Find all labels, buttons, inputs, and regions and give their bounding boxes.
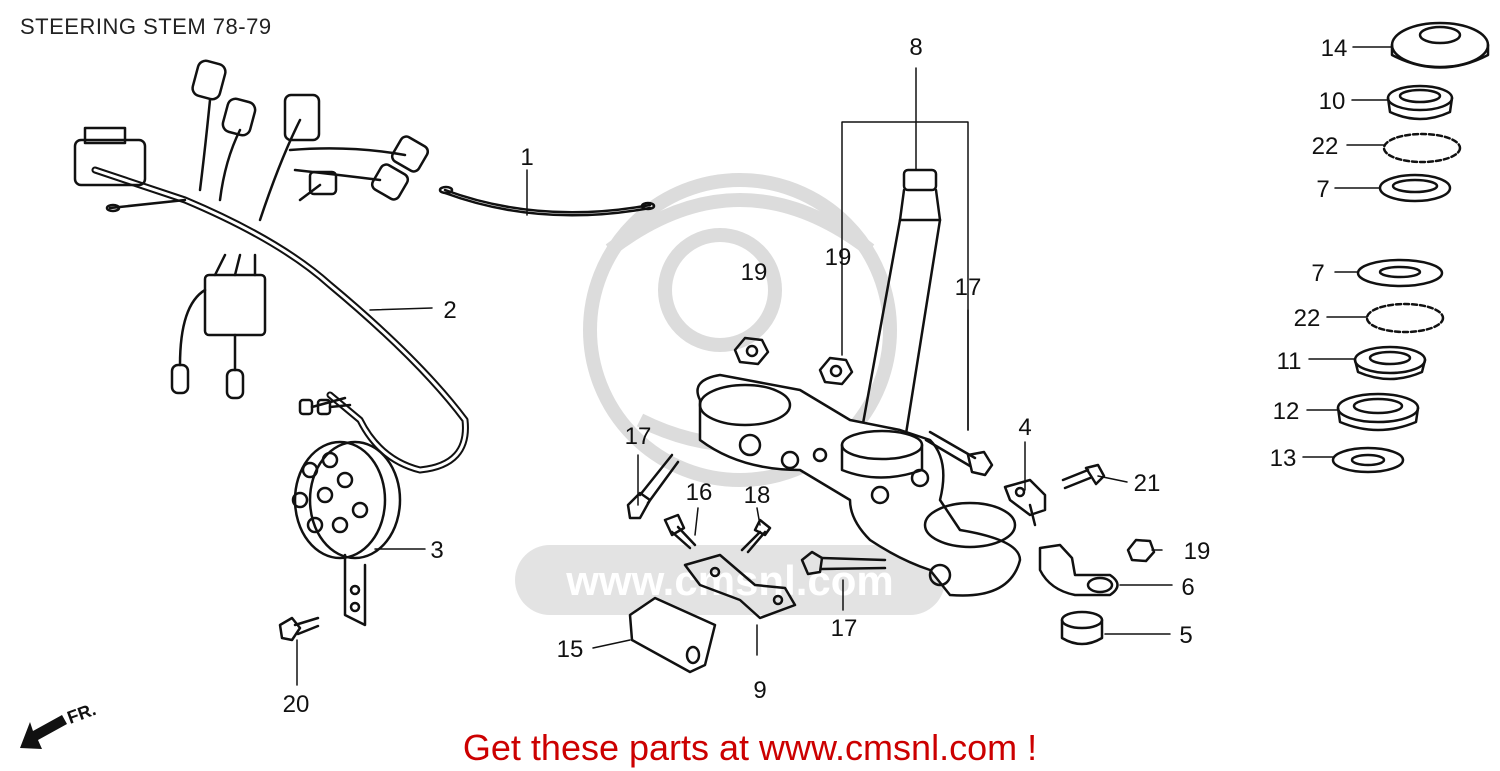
callout-3: 3 <box>430 537 443 564</box>
callout-20: 20 <box>283 691 310 718</box>
callout-11: 11 <box>1277 348 1302 375</box>
callout-4: 4 <box>1018 414 1031 441</box>
callout-16: 16 <box>686 479 713 506</box>
part-nut-19-b <box>818 356 854 386</box>
callout-7-upper: 7 <box>1316 176 1329 203</box>
callout-22-lower: 22 <box>1294 305 1321 332</box>
part-horn <box>291 396 402 627</box>
callout-13: 13 <box>1270 445 1297 472</box>
part-bracket-9 <box>683 553 797 620</box>
part-bolt-17-b <box>924 430 994 477</box>
part-bolt-20 <box>278 616 320 642</box>
part-bearing-22-b <box>1365 302 1445 334</box>
callout-21: 21 <box>1134 470 1161 497</box>
part-race-7-b <box>1356 258 1444 288</box>
callout-12: 12 <box>1273 398 1300 425</box>
front-direction-label: FR. <box>65 699 99 728</box>
part-race-7-a <box>1378 173 1452 203</box>
part-adjust-nut-14 <box>1390 21 1490 69</box>
part-stay-4 <box>1003 478 1047 527</box>
callout-8: 8 <box>909 34 922 61</box>
watermark-logo <box>583 173 897 487</box>
callout-5: 5 <box>1179 622 1192 649</box>
part-wire-harness <box>73 59 469 474</box>
callout-10: 10 <box>1319 88 1346 115</box>
promo-link-text[interactable]: Get these parts at www.cmsnl.com ! <box>462 727 1038 768</box>
part-wire-lead <box>438 185 656 217</box>
callout-9: 9 <box>753 677 766 704</box>
part-nut-19-c <box>1126 538 1156 563</box>
callout-19-a: 19 <box>741 259 768 286</box>
part-race-10 <box>1386 84 1454 121</box>
callout-14: 14 <box>1321 35 1348 62</box>
callout-19-c: 19 <box>1184 538 1211 565</box>
part-washer-13 <box>1331 446 1405 474</box>
watermark-badge <box>515 545 945 615</box>
callout-17-c: 17 <box>831 615 858 642</box>
callout-1: 1 <box>520 144 533 171</box>
part-dust-seal-12 <box>1336 392 1420 432</box>
part-bearing-22-a <box>1382 132 1462 164</box>
callout-6: 6 <box>1181 574 1194 601</box>
leader-lines <box>296 46 1393 686</box>
part-stay-6 <box>1038 543 1119 597</box>
part-bolt-17-c <box>800 550 887 576</box>
part-bolt-21 <box>1061 463 1106 490</box>
callout-2: 2 <box>443 297 456 324</box>
callout-17-b: 17 <box>955 274 982 301</box>
part-steering-stem <box>696 168 1022 597</box>
part-grommet-5 <box>1060 610 1104 646</box>
part-bolt-16 <box>663 513 697 550</box>
part-screw-18 <box>740 518 772 554</box>
part-cover-15 <box>628 596 717 674</box>
callout-15: 15 <box>557 636 584 663</box>
callout-19-b: 19 <box>825 244 852 271</box>
callout-7-lower: 7 <box>1311 260 1324 287</box>
callout-17-a: 17 <box>625 423 652 450</box>
callout-18: 18 <box>744 482 771 509</box>
callout-labels: 1 2 3 4 5 6 7 7 8 9 10 11 12 13 14 15 16… <box>283 34 1348 718</box>
part-race-11 <box>1353 345 1427 381</box>
callout-22-upper: 22 <box>1312 133 1339 160</box>
part-nut-19-a <box>733 336 770 366</box>
diagram-title: STEERING STEM 78-79 <box>20 14 272 39</box>
